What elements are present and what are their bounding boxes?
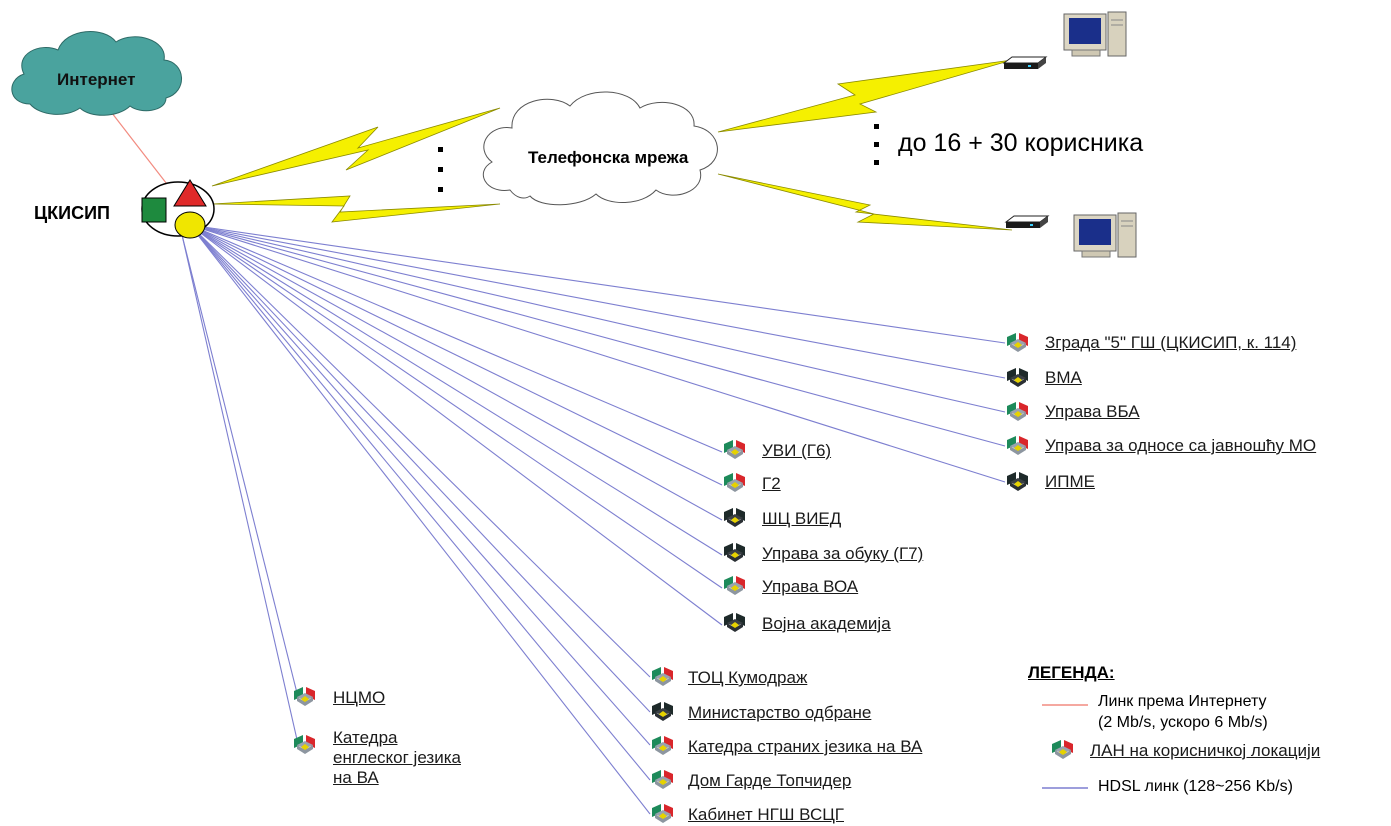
node-toc[interactable]: ТОЦ Кумодраж — [688, 668, 808, 687]
legend-lan-icon — [1052, 740, 1073, 759]
node-shc[interactable]: ШЦ ВИЕД — [762, 509, 842, 528]
phone-network-label: Телефонска мрежа — [528, 148, 689, 167]
node-dom[interactable]: Дом Гарде Топчидер — [688, 771, 852, 790]
internet-cloud — [11, 31, 182, 116]
node-ncmo[interactable]: НЦМО — [333, 688, 386, 707]
hub-label: ЦКИСИП — [34, 203, 110, 223]
node-keng[interactable]: Катедра енглеског језика на ВА — [333, 728, 461, 787]
legend-hdsl-label: HDSL линк (128~256 Kb/s) — [1098, 778, 1293, 795]
hdsl-links — [181, 224, 1006, 815]
remote-user-bottom — [1005, 212, 1137, 258]
node-mo[interactable]: Министарство одбране — [688, 703, 872, 722]
internet-label: Интернет — [57, 70, 136, 89]
hub-icon — [141, 179, 215, 239]
legend-internet-line1: Линк према Интернету — [1098, 693, 1267, 710]
node-vba[interactable]: Управа ВБА — [1045, 402, 1140, 421]
node-vma[interactable]: ВМА — [1045, 368, 1082, 387]
phone-network-cloud — [482, 91, 718, 206]
legend-lan-label: ЛАН на корисничкој локацији — [1090, 741, 1321, 760]
legend-internet-line2: (2 Mb/s, ускоро 6 Mb/s) — [1098, 714, 1268, 731]
node-g2[interactable]: Г2 — [762, 474, 781, 493]
legend-title: ЛЕГЕНДА: — [1028, 663, 1115, 682]
node-vak[interactable]: Војна академија — [762, 614, 891, 633]
node-ipme[interactable]: ИПМЕ — [1045, 472, 1095, 491]
node-kstr[interactable]: Катедра страних језика на ВА — [688, 737, 923, 756]
node-voa[interactable]: Управа ВОА — [762, 577, 859, 596]
node-kab[interactable]: Кабинет НГШ ВСЦГ — [688, 805, 844, 824]
node-javnost[interactable]: Управа за односе са јавношћу МО — [1045, 436, 1317, 455]
ellipsis-dots — [438, 124, 879, 192]
node-zgrada[interactable]: Зграда "5" ГШ (ЦКИСИП, к. 114) — [1045, 333, 1297, 352]
node-obuka[interactable]: Управа за обуку (Г7) — [762, 544, 924, 563]
dialup-links — [211, 59, 1013, 231]
remote-user-top — [1003, 11, 1127, 70]
node-uvi[interactable]: УВИ (Г6) — [762, 441, 832, 460]
users-count-label: до 16 + 30 корисника — [898, 129, 1144, 157]
